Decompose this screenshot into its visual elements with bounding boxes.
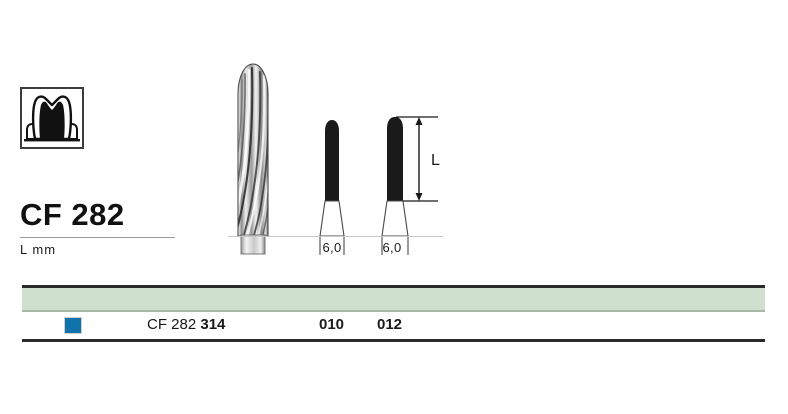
table-row: CF 282 314 010 012 [22, 312, 765, 339]
magnified-bur-illustration [237, 63, 269, 255]
length-unit-label: L mm [20, 242, 57, 257]
reference-iso-shank: 314 [200, 316, 226, 333]
length-dimension-label: L [431, 152, 440, 169]
page-title: CF 282 [20, 197, 125, 232]
green-color-band [22, 288, 765, 312]
scale-bur-1 [319, 120, 345, 255]
bur-1-shank-length: 6,0 [322, 240, 342, 255]
grit-color-swatch [64, 317, 82, 334]
band-top-rule [22, 285, 765, 288]
indication-icon-frame [20, 87, 84, 149]
product-reference-code: CF 282 314 [147, 316, 225, 333]
bur-2-shank-length: 6,0 [382, 240, 402, 255]
title-divider [20, 237, 175, 238]
drawing-baseline [228, 236, 443, 237]
molar-tooth-icon [22, 89, 82, 147]
size-option-012: 012 [377, 316, 403, 333]
reference-code-prefix: CF 282 [147, 316, 201, 333]
length-dimension [396, 116, 438, 202]
band-bottom-rule [22, 339, 765, 342]
title-block: CF 282 L mm [20, 196, 200, 258]
reference-band: CF 282 314 010 012 [22, 285, 765, 342]
scale-bur-2 [381, 117, 409, 255]
size-option-010: 010 [319, 316, 345, 333]
bur-drawing-area: L [200, 50, 480, 262]
